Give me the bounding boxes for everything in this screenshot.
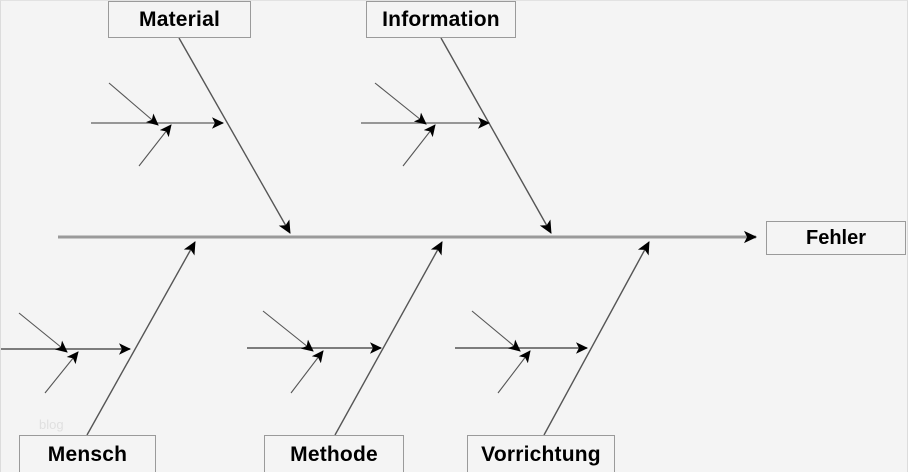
- category-box-material[interactable]: Material: [108, 1, 251, 38]
- cause-arrow-methode-1: [262, 310, 314, 352]
- cause-arrow-mensch-1: [18, 312, 68, 353]
- category-box-vorrichtung[interactable]: Vorrichtung: [467, 435, 615, 472]
- cause-arrow-vorrichtung-1: [471, 310, 521, 352]
- cause-arrow-methode-2: [290, 350, 324, 394]
- category-label-methode: Methode: [290, 443, 378, 466]
- category-label-information: Information: [382, 7, 500, 31]
- effect-box-fehler[interactable]: Fehler: [766, 221, 906, 255]
- category-label-mensch: Mensch: [47, 443, 128, 466]
- cause-arrow-mensch-2: [44, 351, 79, 394]
- cause-arrows-group: [18, 82, 531, 394]
- cause-arrow-material-2: [138, 124, 172, 167]
- bone-vorrichtung: [543, 241, 650, 436]
- category-box-methode[interactable]: Methode: [264, 435, 404, 472]
- category-label-material: Material: [139, 7, 220, 31]
- bone-methode: [334, 241, 443, 436]
- bone-material: [178, 37, 291, 234]
- cause-arrow-material-1: [108, 82, 159, 126]
- bone-mensch: [86, 241, 196, 436]
- effect-label: Fehler: [805, 226, 867, 249]
- blog-watermark: blog: [39, 417, 64, 432]
- category-box-information[interactable]: Information: [366, 1, 516, 38]
- bone-information: [440, 37, 552, 234]
- cause-arrow-information-2: [402, 124, 436, 167]
- cause-arrow-information-1: [374, 82, 427, 125]
- category-label-vorrichtung: Vorrichtung: [481, 443, 601, 466]
- category-bones-group: [86, 37, 650, 436]
- category-box-mensch[interactable]: Mensch: [19, 435, 156, 472]
- cause-arrow-vorrichtung-2: [497, 350, 531, 394]
